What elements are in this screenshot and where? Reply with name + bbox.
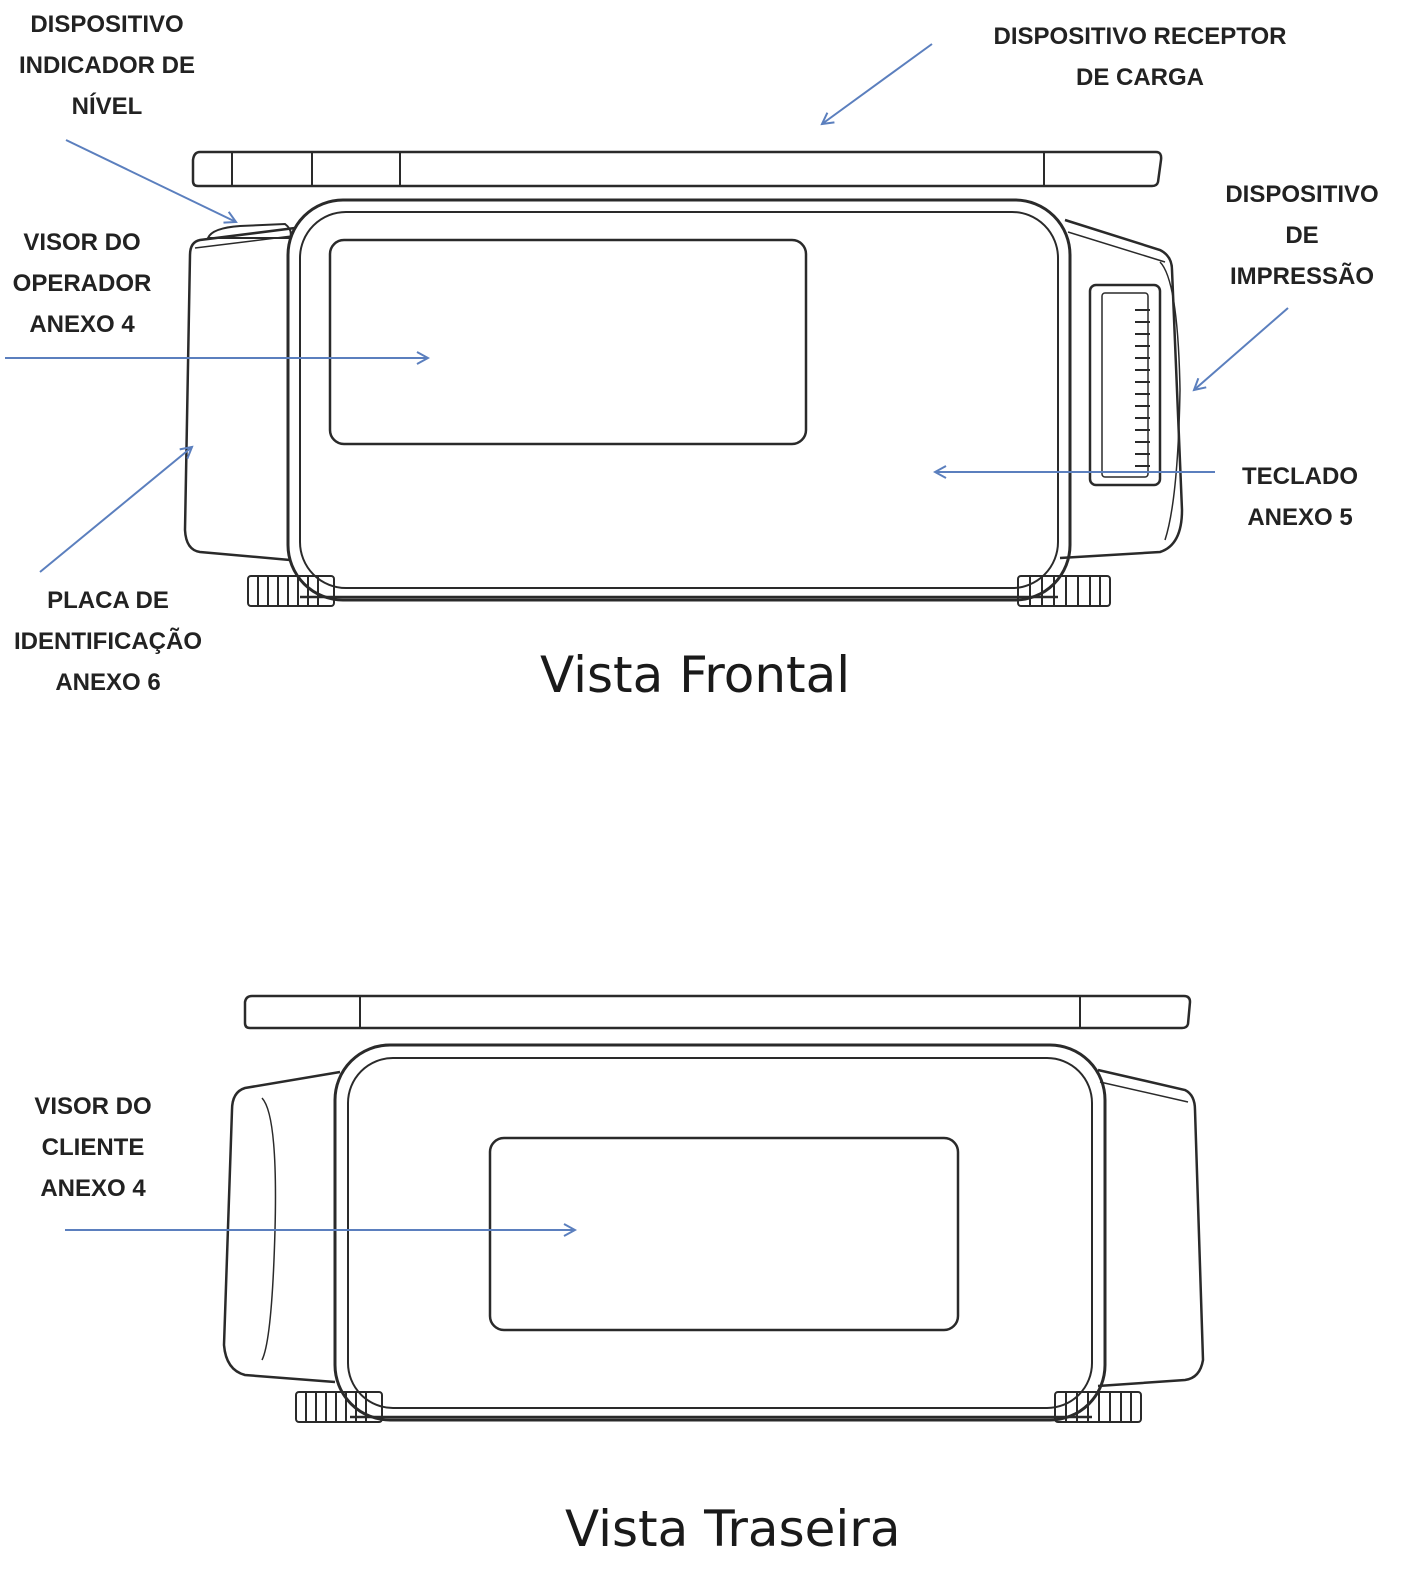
arrow-id-plate — [39, 447, 192, 573]
arrow-load-receptor — [822, 43, 933, 124]
label-printer: DISPOSITIVO DE IMPRESSÃO — [1225, 181, 1379, 290]
label-keyboard: TECLADO ANEXO 5 — [1242, 463, 1358, 531]
label-level-indicator: DISPOSITIVO INDICADOR DE NÍVEL — [18, 11, 195, 120]
rear-view-scale — [222, 994, 1205, 1423]
front-view-scale — [183, 150, 1184, 607]
rear-main-body — [333, 1043, 1107, 1422]
front-main-body — [286, 198, 1072, 602]
front-left-housing — [183, 226, 296, 562]
rear-feet — [295, 1391, 1142, 1423]
customer-display-window — [488, 1136, 960, 1332]
printer-slot — [1088, 283, 1162, 487]
front-view-arrows — [5, 43, 1289, 573]
front-right-housing — [1059, 218, 1184, 560]
arrow-level-indicator — [65, 139, 236, 222]
label-operator-display: VISOR DO OPERADOR ANEXO 4 — [12, 229, 152, 338]
rear-right-housing — [1097, 1068, 1205, 1388]
rear-left-housing — [222, 1070, 341, 1384]
label-load-receptor: DISPOSITIVO RECEPTOR DE CARGA — [993, 23, 1287, 91]
arrow-printer — [1194, 307, 1289, 390]
front-load-platter — [191, 150, 1163, 188]
caption-front-view: Vista Frontal — [540, 646, 851, 704]
rear-load-platter — [243, 994, 1192, 1030]
label-id-plate: PLACA DE IDENTIFICAÇÃO ANEXO 6 — [14, 587, 202, 696]
caption-rear-view: Vista Traseira — [565, 1500, 901, 1558]
front-feet — [247, 575, 1111, 607]
operator-display-window — [328, 238, 808, 446]
label-customer-display: VISOR DO CLIENTE ANEXO 4 — [34, 1093, 152, 1202]
